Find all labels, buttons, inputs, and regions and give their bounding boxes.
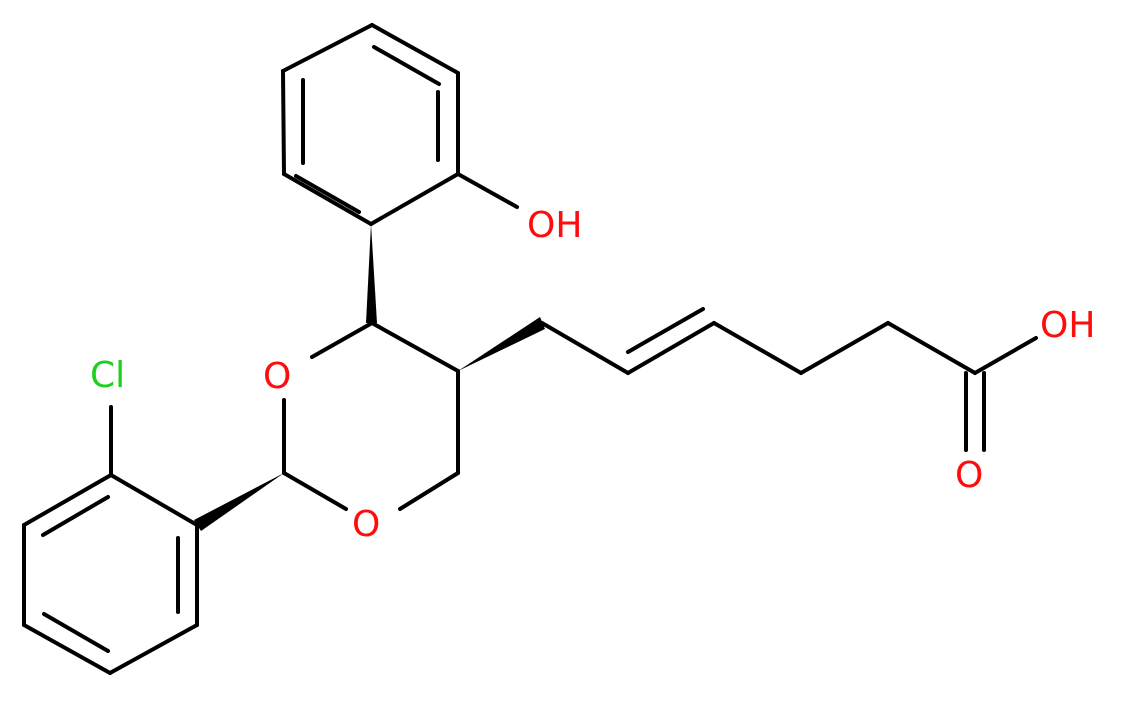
bond bbox=[626, 321, 716, 375]
bond bbox=[886, 321, 977, 375]
bond bbox=[398, 471, 460, 511]
bond bbox=[799, 321, 890, 375]
bond-inner bbox=[372, 45, 441, 86]
bond bbox=[370, 321, 460, 373]
bond bbox=[282, 172, 373, 226]
bond bbox=[369, 172, 460, 226]
bond-inner bbox=[42, 612, 110, 653]
atom-label-ring-o-lower: O bbox=[352, 504, 380, 545]
bond bbox=[22, 473, 113, 527]
wedge-bond bbox=[366, 224, 377, 323]
bond bbox=[281, 23, 374, 73]
atom-label-acid-oh: OH bbox=[1040, 305, 1095, 346]
bond-layer bbox=[22, 23, 1038, 675]
bond bbox=[540, 321, 630, 375]
wedge-bond bbox=[194, 473, 284, 531]
atom-label-carbonyl-o: O bbox=[955, 455, 983, 496]
atom-label-layer: OH OH O O O Cl bbox=[90, 205, 1095, 545]
bond-inner bbox=[626, 307, 705, 354]
bond bbox=[370, 23, 460, 75]
wedge-bond bbox=[458, 317, 545, 371]
bond bbox=[310, 321, 374, 359]
bond-inner bbox=[294, 174, 361, 214]
atom-label-hydroxyl-oh: OH bbox=[527, 205, 582, 246]
bond bbox=[22, 623, 112, 675]
bond bbox=[108, 623, 199, 675]
bond bbox=[282, 471, 348, 511]
bond bbox=[712, 321, 803, 375]
bond-inner bbox=[41, 495, 110, 537]
atom-label-chlorine: Cl bbox=[90, 355, 125, 396]
atom-label-ring-o-upper: O bbox=[263, 356, 291, 397]
bond bbox=[456, 172, 519, 209]
wedge-layer bbox=[194, 224, 545, 531]
bond bbox=[973, 336, 1038, 375]
bond bbox=[109, 473, 199, 527]
bond bbox=[281, 69, 286, 176]
